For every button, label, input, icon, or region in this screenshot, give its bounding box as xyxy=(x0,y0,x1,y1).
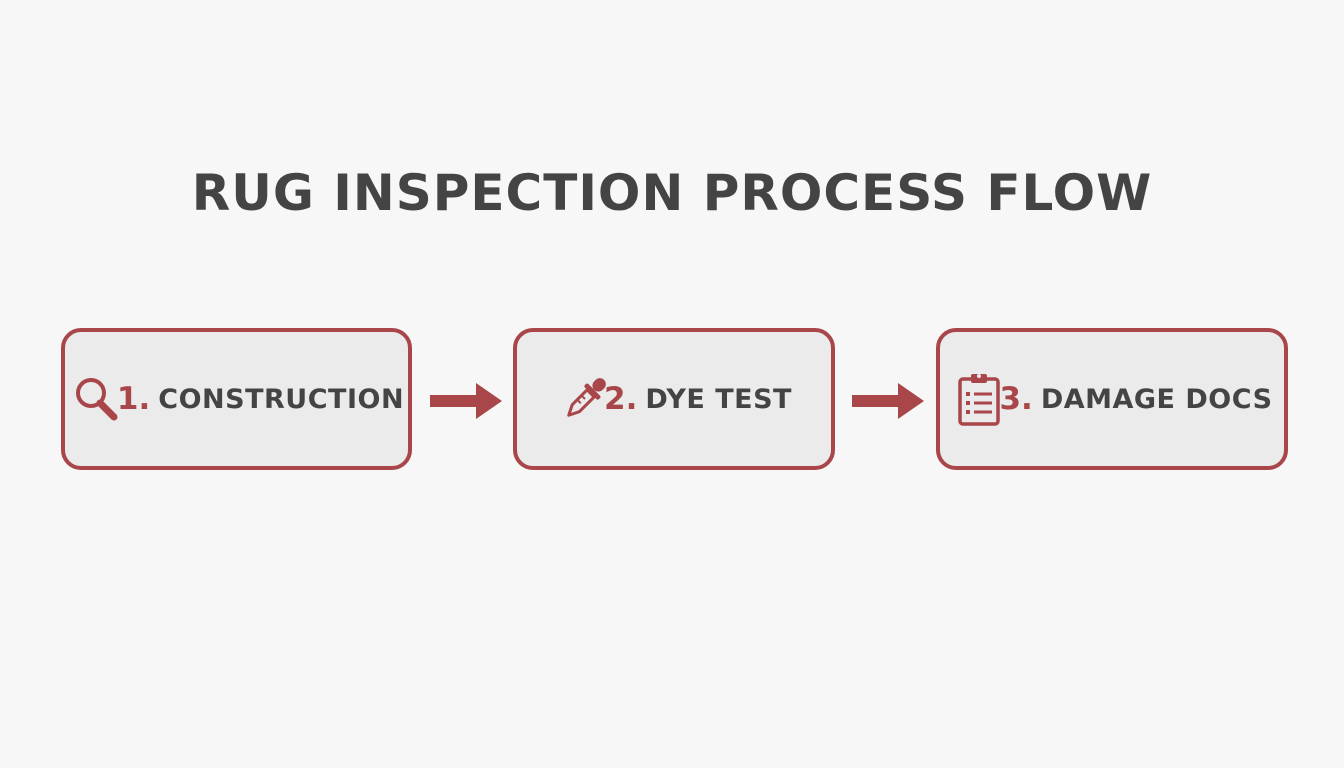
step-number: 3. xyxy=(999,381,1033,417)
clipboard-list-icon xyxy=(951,370,1009,428)
step-box-dye-test: 2. DYE TEST xyxy=(513,328,835,470)
step-box-damage-docs: 3. DAMAGE DOCS xyxy=(936,328,1288,470)
step-box-construction: 1. CONSTRUCTION xyxy=(61,328,412,470)
flow-arrow-icon xyxy=(850,381,926,421)
diagram-title: RUG INSPECTION PROCESS FLOW xyxy=(191,164,1153,222)
dropper-icon xyxy=(556,370,614,428)
step-number: 1. xyxy=(116,381,151,417)
flow-arrow-icon xyxy=(428,381,504,421)
magnifying-glass-icon xyxy=(69,370,127,428)
step-label: DAMAGE DOCS xyxy=(1040,383,1273,415)
step-number: 2. xyxy=(604,381,638,417)
step-label: DYE TEST xyxy=(645,383,792,415)
step-label: CONSTRUCTION xyxy=(158,383,405,415)
